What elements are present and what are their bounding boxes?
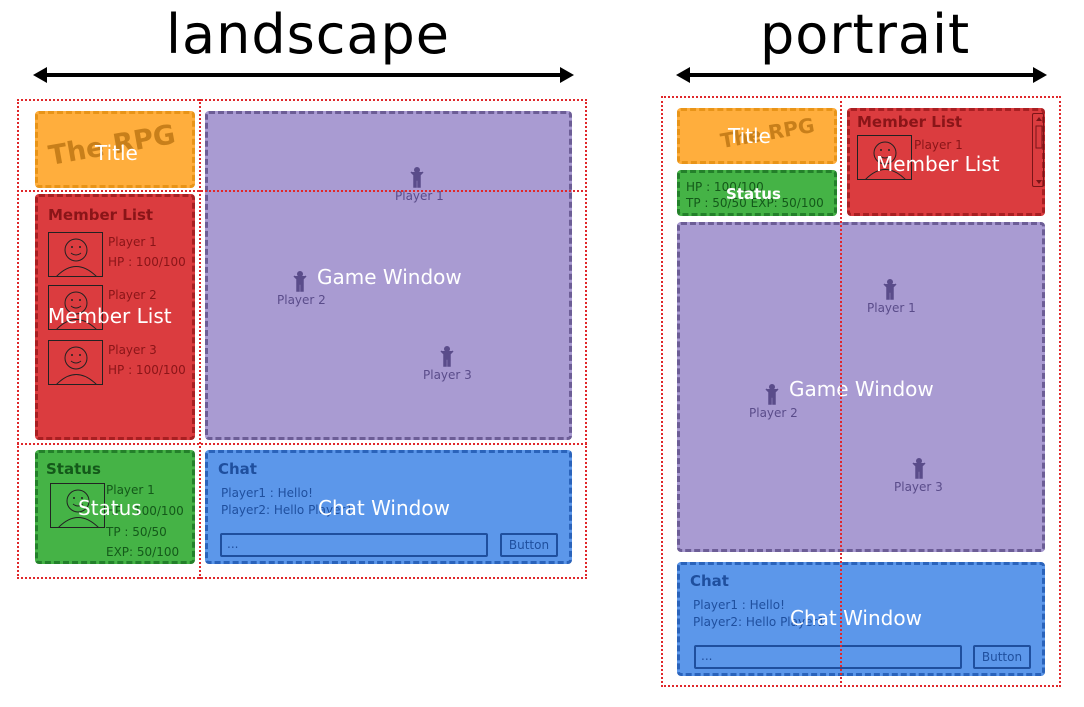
player-icon (440, 346, 454, 367)
player-icon (410, 167, 424, 188)
status-hp: HP : 100/100 (686, 180, 764, 194)
landscape-member-list-panel: Member List Player 1 HP : 100/100 Player… (35, 194, 195, 440)
member-list-title: Member List (48, 206, 154, 224)
portrait-chat-window-label: Chat Window (790, 606, 922, 630)
landscape-arrow (44, 73, 564, 77)
landscape-title-label: Title (95, 141, 138, 165)
chat-message: Player2: Hello Player1 (693, 615, 826, 629)
player-icon (765, 384, 779, 405)
avatar (50, 483, 105, 528)
player-label: Player 3 (423, 368, 472, 382)
portrait-title-label: Title (728, 124, 771, 148)
landscape-chat-window-label: Chat Window (318, 496, 450, 520)
member-name: Player 1 (108, 235, 157, 249)
arrow-right-icon (560, 67, 574, 83)
portrait-chat-panel: Chat Player1 : Hello! Player2: Hello Pla… (677, 562, 1045, 676)
landscape-game-window-label: Game Window (317, 265, 462, 289)
chat-input[interactable]: ... (220, 533, 488, 557)
player-label: Player 2 (749, 406, 798, 420)
portrait-status-label: Status (726, 185, 781, 203)
player-icon (912, 458, 926, 479)
member-name: Player 2 (108, 288, 157, 302)
portrait-frame (661, 96, 1061, 687)
chat-title: Chat (690, 572, 729, 590)
player-icon (293, 271, 307, 292)
member-list-title: Member List (857, 113, 963, 131)
portrait-status-panel: HP : 100/100 TP : 50/50 EXP: 50/100 (677, 170, 837, 216)
send-button[interactable]: Button (973, 645, 1031, 669)
member-hp: HP : 100/100 (108, 255, 186, 269)
portrait-member-list-panel: Member List Player 1 (847, 108, 1045, 216)
landscape-status-panel: Status Player 1 HP : 100/100 TP : 50/50 … (35, 450, 195, 564)
arrow-left-icon (33, 67, 47, 83)
avatar (48, 232, 103, 277)
status-hp: HP : 100/100 (106, 504, 184, 518)
member-name: Player 3 (108, 343, 157, 357)
landscape-title-panel: The RPG (35, 111, 195, 188)
landscape-grid-line (199, 99, 201, 579)
landscape-game-window-panel (205, 111, 572, 440)
player-label: Player 1 (867, 301, 916, 315)
status-tp-exp: TP : 50/50 EXP: 50/100 (686, 196, 824, 210)
portrait-grid-line (840, 96, 842, 687)
chat-input[interactable]: ... (694, 645, 962, 669)
member-name: Player 1 (914, 138, 963, 152)
portrait-game-window-panel (677, 222, 1045, 552)
avatar (48, 285, 103, 330)
portrait-game-window-label: Game Window (789, 377, 934, 401)
landscape-member-list-label: Member List (48, 304, 172, 328)
avatar (48, 340, 103, 385)
status-player-name: Player 1 (106, 483, 155, 497)
player-label: Player 1 (395, 189, 444, 203)
portrait-title-panel: The RPG (677, 108, 837, 164)
arrow-left-icon (676, 67, 690, 83)
landscape-grid-line (17, 190, 587, 192)
status-tp: TP : 50/50 (106, 525, 167, 539)
chat-message: Player1 : Hello! (693, 598, 785, 612)
player-label: Player 2 (277, 293, 326, 307)
landscape-status-label: Status (78, 496, 142, 520)
landscape-frame (17, 99, 587, 579)
chat-input-placeholder: ... (701, 649, 713, 663)
chat-title: Chat (218, 460, 257, 478)
send-button[interactable]: Button (500, 533, 558, 557)
portrait-heading: portrait (760, 3, 971, 66)
status-title: Status (46, 460, 101, 478)
player-icon (883, 279, 897, 300)
chat-message: Player2: Hello Player1 (221, 503, 354, 517)
portrait-arrow (686, 73, 1036, 77)
avatar (857, 135, 912, 180)
member-hp: HP : 100/100 (108, 363, 186, 377)
status-exp: EXP: 50/100 (106, 545, 180, 559)
chat-message: Player1 : Hello! (221, 486, 313, 500)
portrait-member-list-label: Member List (876, 152, 1000, 176)
landscape-grid-line (17, 443, 587, 445)
landscape-chat-panel: Chat Player1 : Hello! Player2: Hello Pla… (205, 450, 572, 564)
player-label: Player 3 (894, 480, 943, 494)
arrow-right-icon (1033, 67, 1047, 83)
landscape-heading: landscape (166, 3, 451, 66)
chat-input-placeholder: ... (227, 537, 239, 551)
member-list-scrollbar[interactable] (1032, 113, 1044, 187)
